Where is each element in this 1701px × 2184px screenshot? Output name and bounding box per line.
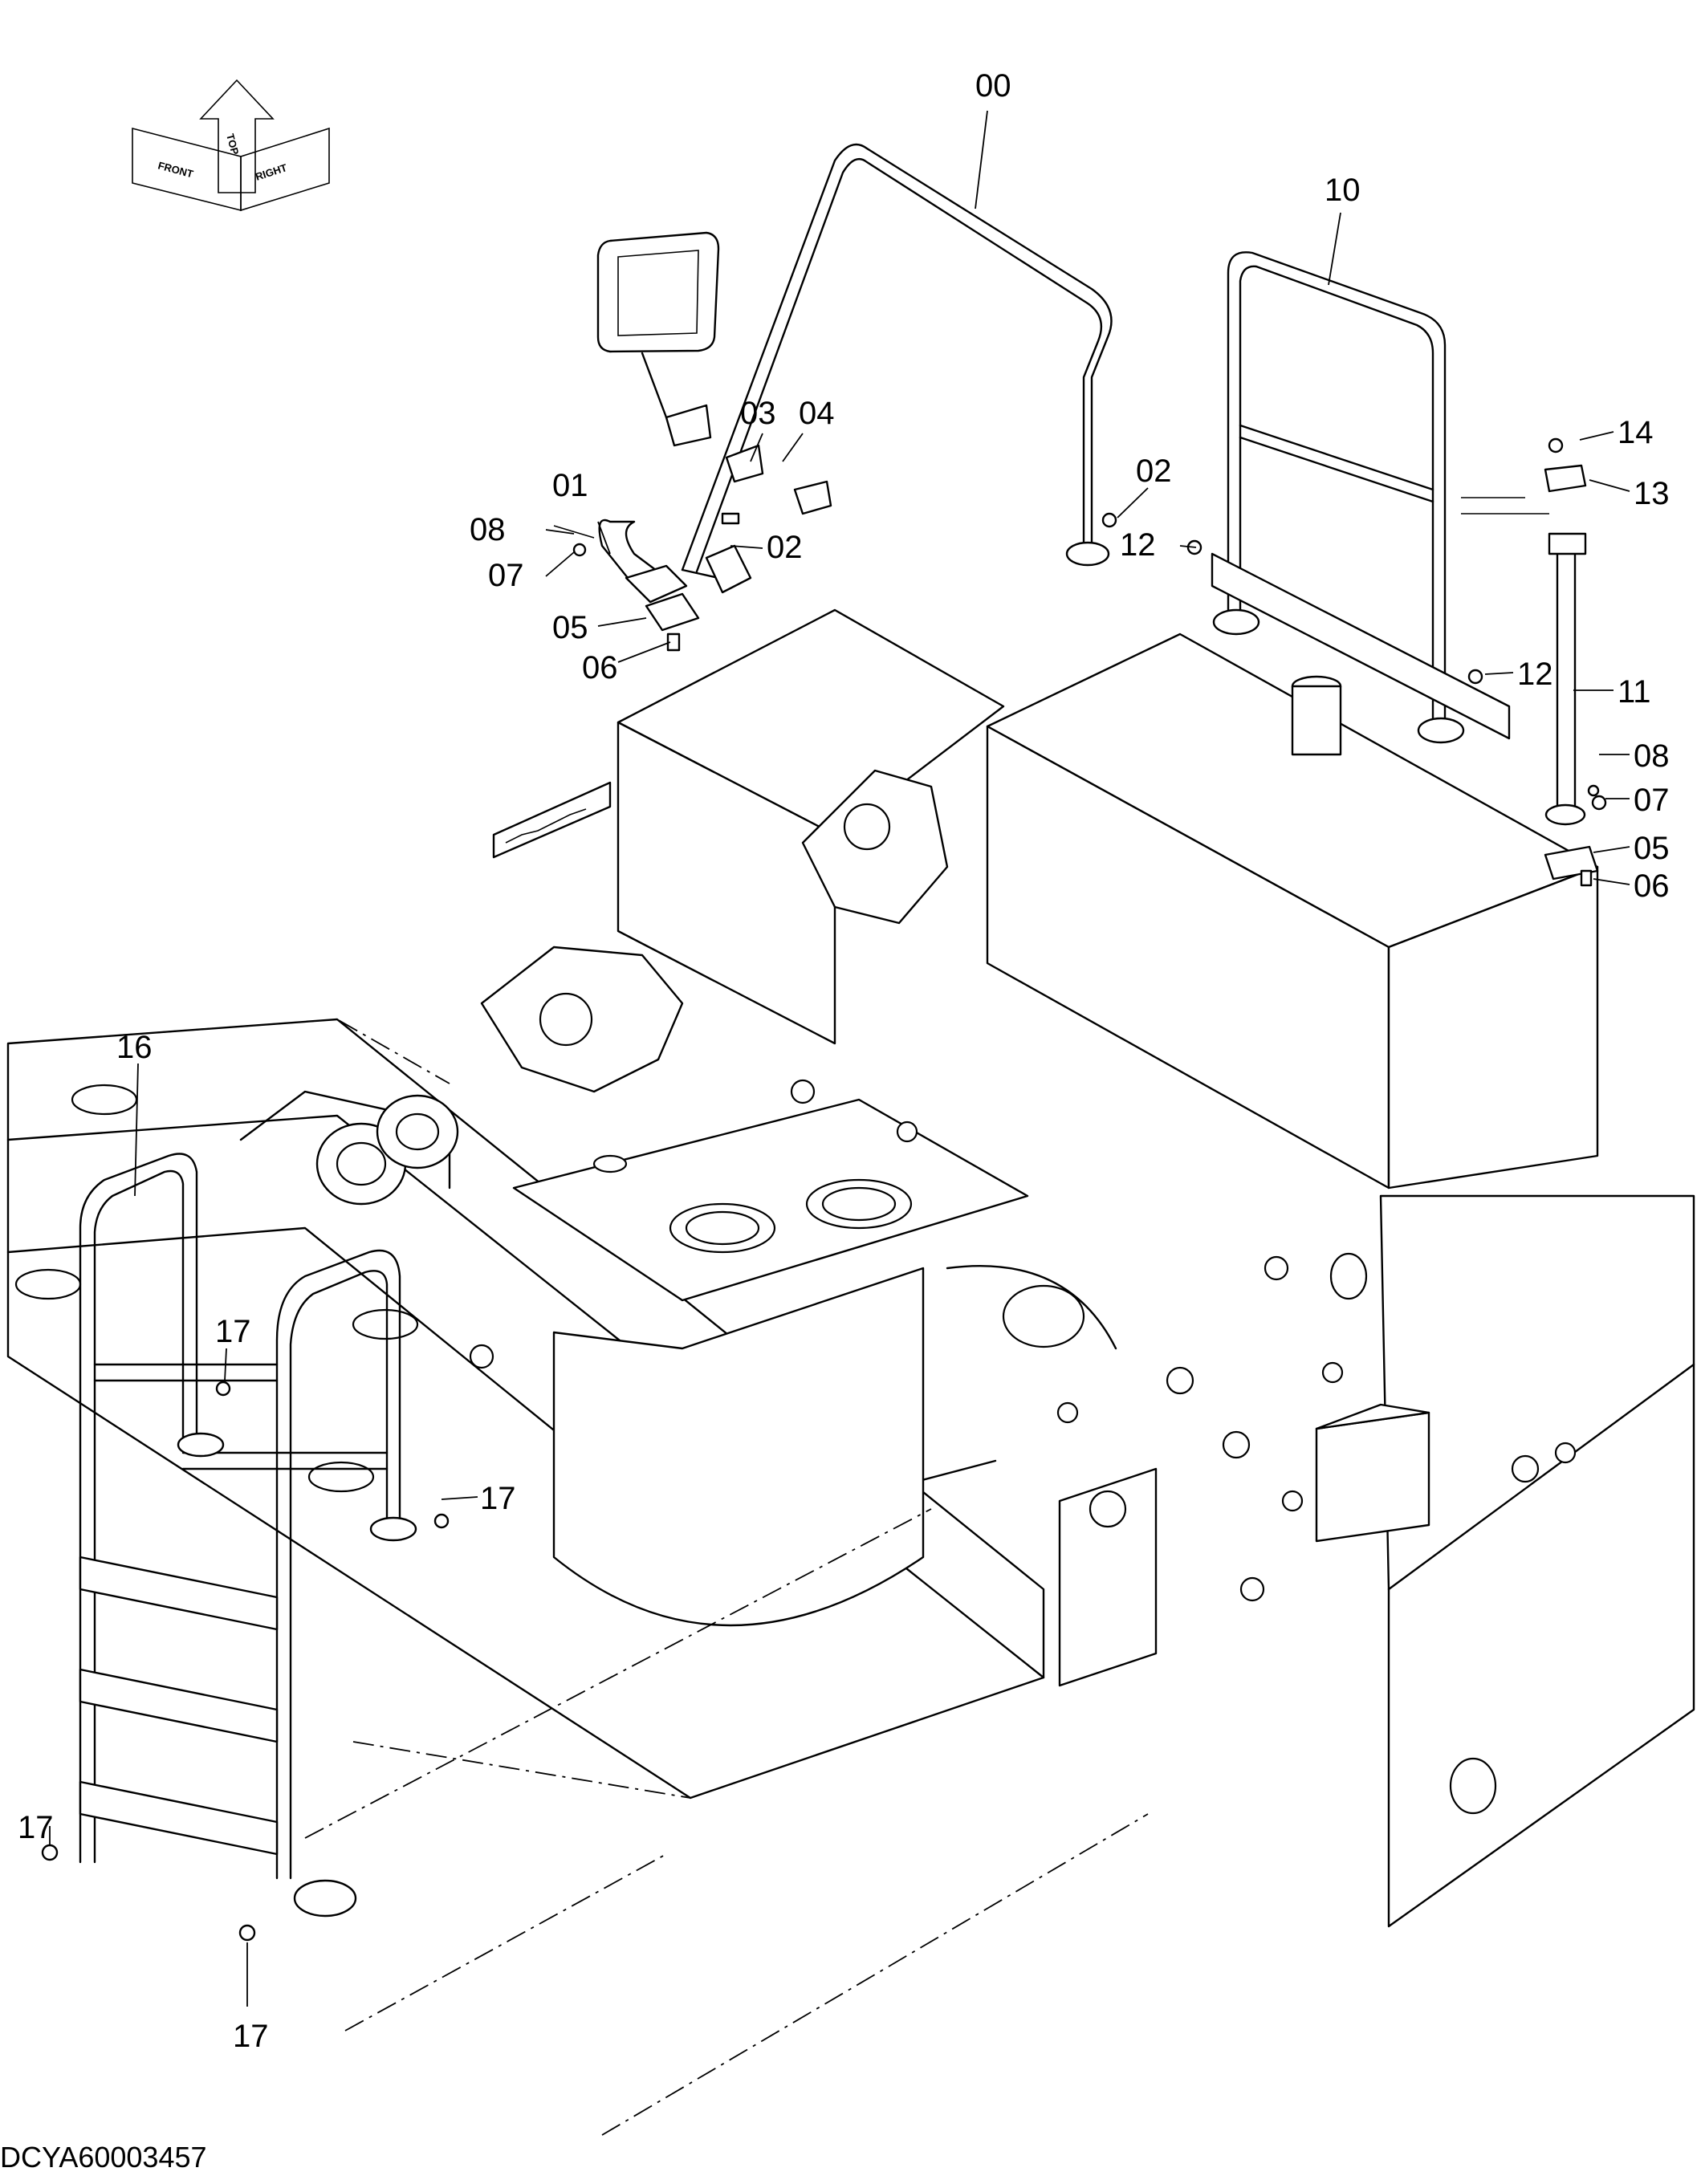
orientation-top-label: TOP — [224, 132, 241, 157]
callout-17-bottom: 17 — [233, 2019, 269, 2054]
callout-08-right: 08 — [1634, 738, 1670, 774]
callout-04: 04 — [799, 396, 835, 431]
callout-08-left: 08 — [470, 512, 506, 547]
orientation-indicator: FRONT RIGHT TOP — [132, 79, 330, 212]
post-11 — [1461, 437, 1607, 887]
drawing-code: DCYA60003457 — [0, 2141, 207, 2174]
callout-10: 10 — [1325, 173, 1361, 208]
callout-13: 13 — [1634, 476, 1670, 511]
callouts: 00 10 14 03 04 13 01 02 02 08 12 07 05 0… — [18, 68, 1670, 2054]
handrail-00 — [681, 143, 1113, 580]
callout-02-left: 02 — [767, 530, 803, 565]
ladder-16 — [41, 1153, 450, 1942]
callout-14: 14 — [1618, 415, 1654, 450]
callout-01: 01 — [552, 468, 588, 503]
callout-12-bottom: 12 — [1517, 657, 1553, 692]
callout-06-left: 06 — [582, 650, 618, 685]
callout-11: 11 — [1618, 674, 1651, 710]
mirror-assembly — [596, 231, 832, 515]
callout-12-top: 12 — [1120, 527, 1156, 563]
callout-17-ladder-base: 17 — [480, 1481, 516, 1516]
machine-frame — [6, 608, 1695, 2136]
bracket-01 — [553, 512, 752, 652]
callout-00: 00 — [975, 68, 1011, 104]
callout-06-right: 06 — [1634, 868, 1670, 904]
callout-07-right: 07 — [1634, 783, 1670, 818]
callout-07-left: 07 — [488, 558, 524, 593]
callout-05-left: 05 — [552, 610, 588, 645]
callout-02-right: 02 — [1136, 453, 1172, 489]
orientation-front-label: FRONT — [157, 159, 194, 180]
handrail-10 — [1211, 251, 1511, 744]
orientation-right-label: RIGHT — [254, 161, 288, 183]
callout-17-ladder-upper: 17 — [215, 1314, 251, 1349]
callout-16: 16 — [116, 1030, 153, 1065]
leader-lines — [49, 110, 1630, 2007]
callout-03: 03 — [740, 396, 776, 431]
callout-17-ladder-foot: 17 — [18, 1810, 54, 1845]
callout-05-right: 05 — [1634, 831, 1670, 866]
